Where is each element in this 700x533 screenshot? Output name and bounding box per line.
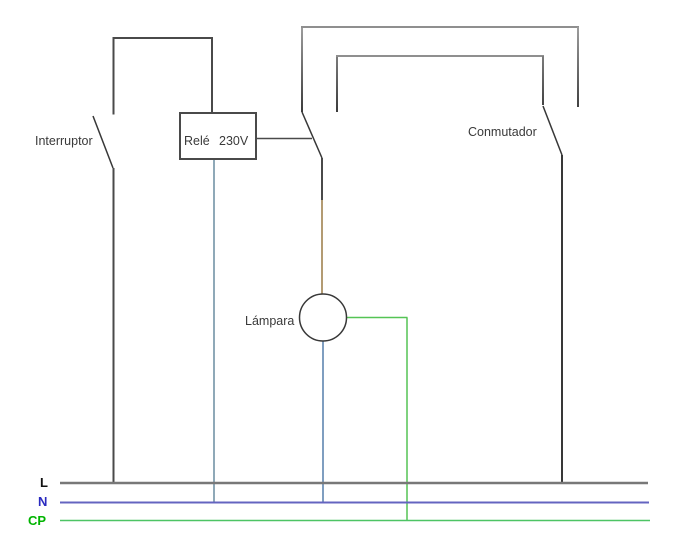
rail-n-label: N [38, 494, 47, 509]
lampara-label: Lámpara [245, 314, 294, 328]
rail-cp-label: CP [28, 513, 46, 528]
interruptor-switch-blade [92, 115, 114, 169]
relay-box [179, 112, 257, 160]
conmutador-left-blade [301, 111, 323, 159]
relay-label: Relé [184, 134, 210, 148]
conmutador-right-blade [542, 105, 563, 156]
relay-voltage-label: 230V [219, 134, 249, 148]
rail-l-label: L [40, 475, 48, 490]
interruptor-label: Interruptor [35, 134, 93, 148]
conmutador-label: Conmutador [468, 125, 537, 139]
lamp-symbol [298, 293, 348, 342]
